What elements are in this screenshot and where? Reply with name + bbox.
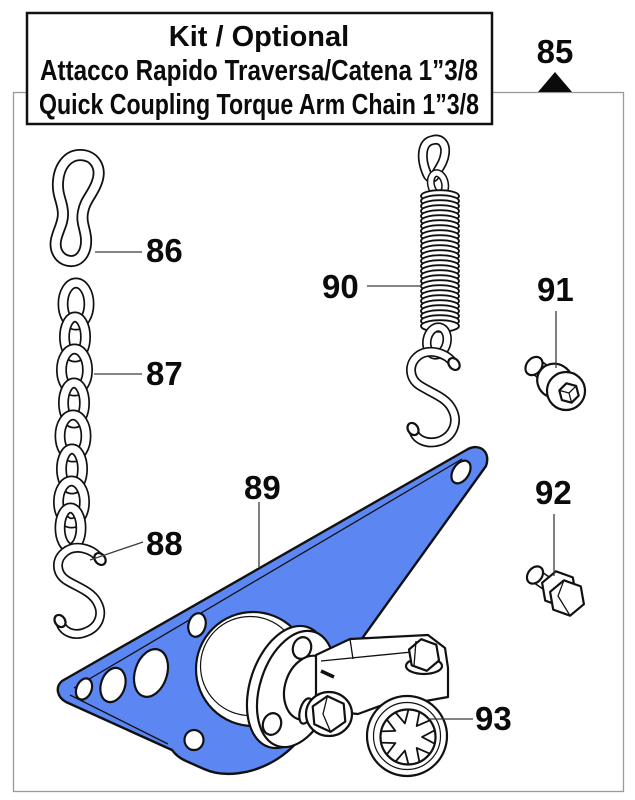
plate-hole (450, 459, 472, 485)
title-box: Kit / Optional Attacco Rapido Traversa/C… (25, 11, 494, 126)
clamp-nut (407, 638, 441, 672)
splined-bore (379, 708, 437, 766)
plate-slot (132, 648, 170, 698)
part-quick-link (56, 155, 99, 261)
part-spring (421, 140, 460, 360)
kit-marker: 85 (537, 33, 574, 92)
label-87: 87 (146, 355, 183, 392)
label-85: 85 (537, 33, 574, 70)
label-92: 92 (535, 474, 572, 511)
flange-hole (291, 636, 313, 660)
title-box-border (25, 11, 494, 126)
plate-hole (187, 612, 207, 638)
label-88: 88 (146, 525, 183, 562)
part-s-hook (52, 548, 107, 634)
spline-teeth (381, 709, 436, 765)
part-hex-bolt (525, 565, 586, 617)
part-chain (59, 283, 90, 548)
plate-hole (74, 677, 94, 701)
triangle-pointer-icon (538, 72, 572, 92)
callout-labels: 86 87 88 89 90 91 92 93 (146, 232, 574, 737)
leader-lines (89, 251, 557, 720)
part-socket-screw (524, 355, 587, 412)
label-91: 91 (537, 271, 574, 308)
label-86: 86 (146, 232, 183, 269)
title-line-2: Attacco Rapido Traversa/Catena 1”3/8 (40, 55, 478, 87)
leader-88 (89, 541, 144, 561)
part-coupling (245, 624, 450, 778)
title-line-1: Kit / Optional (169, 21, 349, 53)
part-spring-s-hook (405, 352, 461, 443)
label-90: 90 (322, 268, 359, 305)
plate-hole (183, 728, 205, 752)
plate-slot (99, 666, 127, 704)
label-93: 93 (475, 700, 512, 737)
plate-body (56, 445, 489, 776)
title-line-3: Quick Coupling Torque Arm Chain 1”3/8 (39, 89, 479, 121)
flange-hole (261, 712, 283, 736)
label-89: 89 (244, 469, 281, 506)
